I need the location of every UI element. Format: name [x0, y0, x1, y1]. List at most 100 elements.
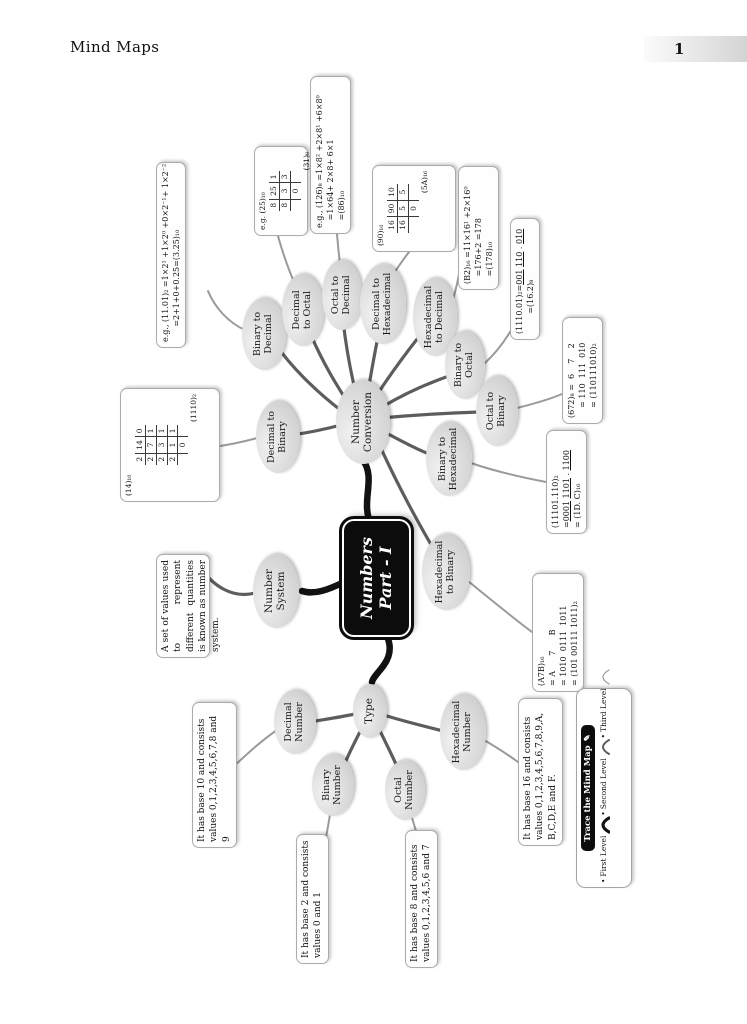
- legend-label: Third Level: [599, 688, 608, 732]
- node-label: Hexadecimal: [448, 427, 459, 491]
- note-line: =2+1+0+0.25=(3.25)₁₀: [172, 229, 182, 342]
- node-label: System: [275, 571, 287, 611]
- central-node-numbers-part-1: Numbers Part - I: [340, 513, 413, 643]
- note-text: It has base 16 and consists values 0,1,2…: [523, 712, 558, 840]
- node-label: Binary: [496, 395, 507, 427]
- note-line: = A 7 B: [548, 629, 558, 686]
- note-line: =176+2 =178: [474, 218, 484, 284]
- node-label: Hexadecimal: [382, 272, 393, 336]
- node-type: Type: [353, 684, 387, 738]
- note-decimal-number: It has base 10 and consists values 0,1,2…: [192, 702, 238, 848]
- note-line: =(86)₁₀: [337, 190, 347, 228]
- note-line: (11101.110)₂: [551, 475, 560, 528]
- node-label: Decimal: [263, 314, 274, 354]
- node-label: Decimal: [341, 275, 352, 315]
- node-label: Number: [462, 712, 473, 752]
- node-hexadecimal-number: Hexadecimal Number: [440, 694, 486, 770]
- legend-label: First Level: [599, 835, 608, 877]
- note-line: e.g., (11.01)₂ =1×2¹ +1×2⁰ +0×2⁻¹+ 1×2⁻²: [161, 163, 170, 342]
- node-binary-to-hexadecimal: Binary to Hexadecimal: [426, 422, 472, 496]
- legend-items-row: • First Level • Second Level • Third Lev…: [599, 669, 610, 883]
- node-number-system: Number System: [253, 554, 299, 628]
- note-result: (5A)₁₆: [419, 171, 429, 194]
- note-text: A set of values used to represent differ…: [161, 560, 221, 652]
- legend-title-pill: Trace the Mind Map ✎: [581, 725, 595, 851]
- node-octal-to-decimal: Octal to Decimal: [322, 260, 362, 330]
- node-label: Number: [332, 765, 343, 805]
- legend-item-third-level: • Third Level: [599, 668, 610, 738]
- node-label: to Decimal: [434, 291, 445, 343]
- node-hexadecimal-to-binary: Hexadecimal to Binary: [422, 534, 470, 610]
- node-number-conversion: Number Conversion: [336, 380, 390, 464]
- note-text: It has base 10 and consists values 0,1,2…: [197, 715, 232, 842]
- note-line: (A7B)₁₆: [537, 656, 546, 686]
- note-line: = (110111010)₂: [589, 343, 599, 418]
- note-line: = 110 111 010: [578, 342, 588, 418]
- legend-item-first-level: • First Level: [599, 816, 610, 883]
- note-line: = (101 00111 1011)₂: [570, 601, 580, 686]
- page-number: 1: [674, 40, 685, 58]
- note-hexadecimal-to-decimal: (B2)₁₆ =11×16¹ +2×16⁰ =176+2 =178 =(178)…: [458, 166, 500, 290]
- node-label: Number: [404, 770, 415, 810]
- node-label: Binary: [277, 421, 288, 453]
- node-octal-number: Octal Number: [385, 760, 425, 820]
- note-label: (90)₁₀: [376, 224, 385, 246]
- mind-map-canvas: Numbers Part - I Number Conversion Numbe…: [60, 74, 670, 1024]
- page-title: Mind Maps: [70, 38, 160, 56]
- note-octal-to-binary: (672)₈ = 6 7 2 = 110 111 010 = (11011101…: [562, 317, 604, 424]
- page-number-box: 1: [644, 36, 747, 62]
- central-title-line1: Numbers: [357, 537, 377, 619]
- bullet-icon: •: [599, 878, 608, 883]
- note-line: =1×64+ 2×8+ 6×1: [326, 139, 336, 228]
- node-decimal-to-octal: Decimal to Octal: [282, 274, 324, 346]
- node-label: Conversion: [362, 391, 374, 453]
- note-label: (14)₁₀: [124, 474, 133, 496]
- node-binary-to-octal: Binary to Octal: [445, 331, 485, 399]
- note-line: =0001 1101 . 1100: [562, 450, 572, 528]
- note-octal-to-decimal: e.g., (126)₈ =1×8² +2×8¹ +6×8⁰ =1×64+ 2×…: [310, 76, 352, 234]
- note-line: = (1D. C)₁₆: [573, 483, 583, 528]
- legend-title: Trace the Mind Map: [583, 745, 593, 842]
- note-text: It has base 2 and consists values 0 and …: [301, 840, 324, 958]
- node-label: Octal: [464, 352, 475, 378]
- node-label: to Binary: [445, 549, 456, 595]
- legend-item-second-level: • Second Level: [599, 738, 610, 816]
- node-binary-to-decimal: Binary to Decimal: [242, 298, 286, 370]
- note-result: (1110)₂: [189, 394, 199, 422]
- note-binary-to-hexadecimal: (11101.110)₂ =0001 1101 . 1100 = (1D. C)…: [546, 430, 588, 534]
- note-line: (B2)₁₆ =11×16¹ +2×16⁰: [463, 186, 472, 284]
- note-line: (672)₈ = 6 7 2: [567, 343, 576, 418]
- note-octal-number: It has base 8 and consists values 0,1,2,…: [405, 830, 438, 968]
- note-number-system: A set of values used to represent differ…: [156, 554, 221, 658]
- bullet-icon: •: [599, 733, 608, 739]
- note-text: It has base 8 and consists values 0,1,2,…: [410, 844, 433, 962]
- third-level-curve-icon: [602, 669, 610, 686]
- node-decimal-number: Decimal Number: [274, 690, 316, 754]
- second-level-curve-icon: [602, 739, 610, 756]
- legend-label: Second Level: [599, 758, 608, 810]
- note-line: = 1010 0111 1011: [559, 605, 569, 687]
- node-binary-number: Binary Number: [312, 754, 354, 816]
- first-level-curve-icon: [601, 816, 610, 834]
- node-label: to Octal: [302, 290, 313, 330]
- note-line: =(178)₁₀: [485, 241, 495, 284]
- node-decimal-to-hexadecimal: Decimal to Hexadecimal: [360, 264, 406, 344]
- note-hexadecimal-number: It has base 16 and consists values 0,1,2…: [518, 698, 564, 846]
- note-line: e.g., (126)₈ =1×8² +2×8¹ +6×8⁰: [315, 95, 324, 228]
- bullet-icon: •: [599, 811, 608, 816]
- note-line: =(16.2)₈: [526, 279, 536, 334]
- node-octal-to-binary: Octal to Binary: [476, 376, 518, 446]
- note-hexadecimal-to-binary: (A7B)₁₆ = A 7 B = 1010 0111 1011 = (101 …: [532, 573, 585, 692]
- note-line: (1110.01)₂=001 110 . 010: [515, 228, 524, 334]
- note-binary-to-octal: (1110.01)₂=001 110 . 010 =(16.2)₈: [510, 218, 541, 340]
- note-binary-to-decimal: e.g., (11.01)₂ =1×2¹ +1×2⁰ +0×2⁻¹+ 1×2⁻²…: [156, 162, 187, 348]
- note-binary-number: It has base 2 and consists values 0 and …: [296, 834, 329, 964]
- note-label: e.g. (25)₁₀: [258, 192, 267, 230]
- legend-trace-mind-map: Trace the Mind Map ✎ • First Level • Sec…: [576, 669, 632, 888]
